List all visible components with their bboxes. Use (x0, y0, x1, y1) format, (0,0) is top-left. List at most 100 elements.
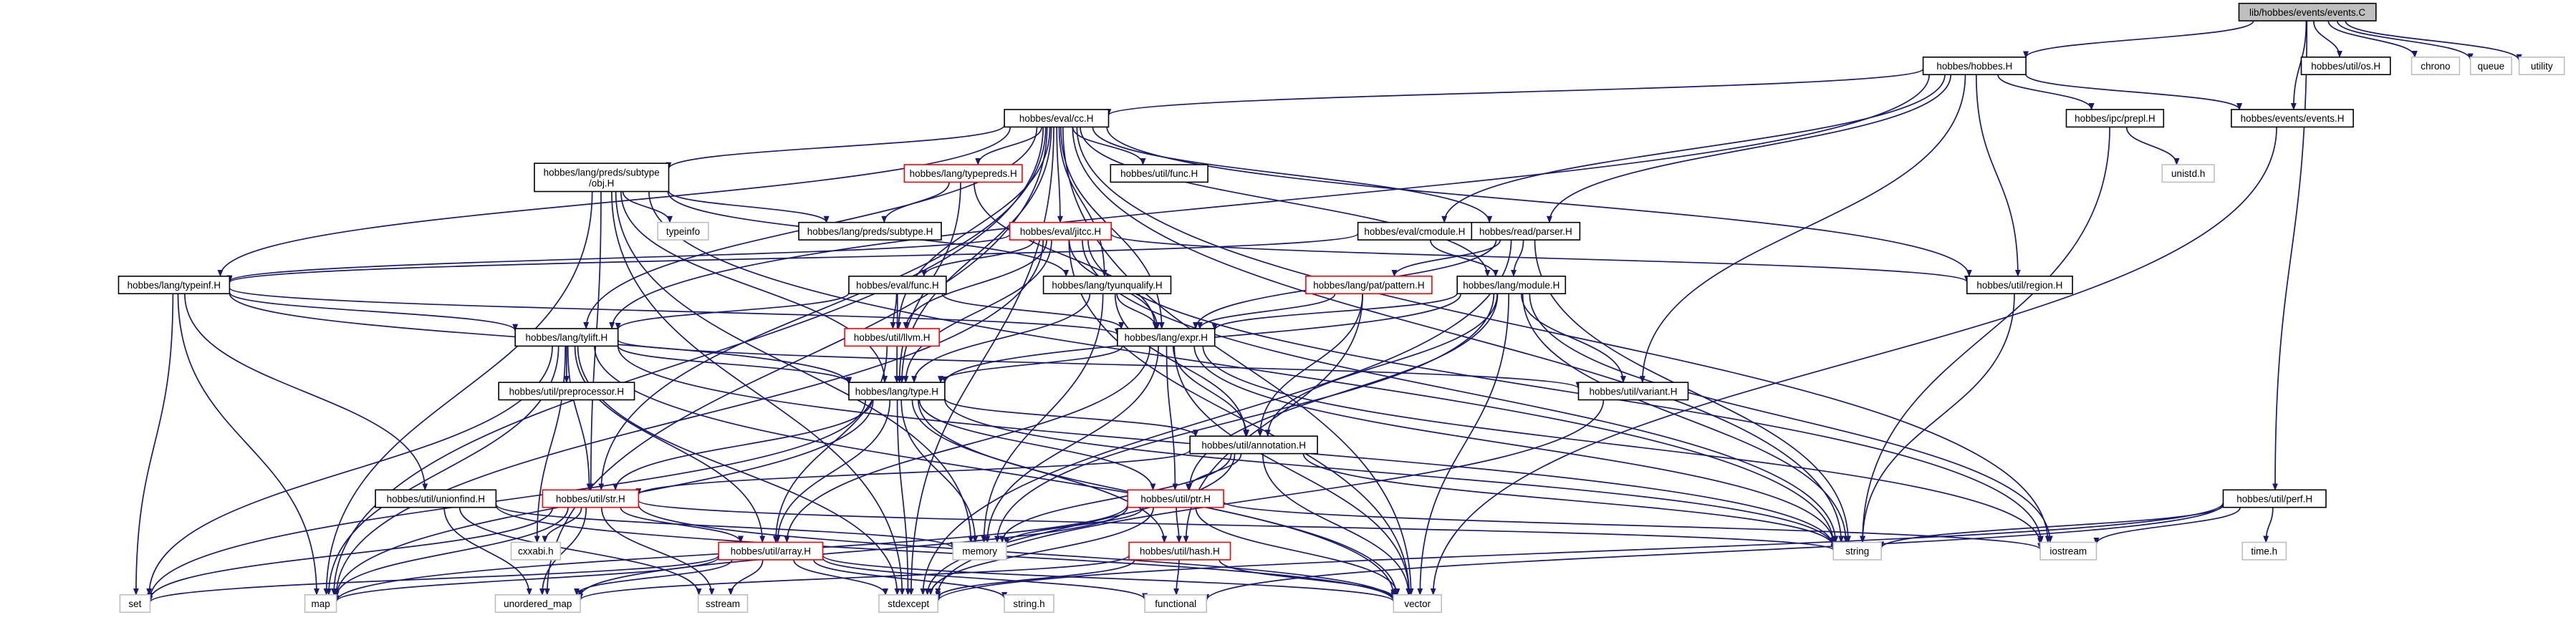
edge-prepl_H-to-unistd_h (2125, 127, 2180, 165)
node-time-h[interactable]: time.h (2241, 541, 2287, 561)
node-module-H[interactable]: hobbes/lang/module.H (1456, 275, 1567, 294)
node-jitcc-H[interactable]: hobbes/eval/jitcc.H (1009, 221, 1112, 241)
edge-evalfunc_H-to-tylift_H (615, 292, 850, 330)
node-unionfind-H[interactable]: hobbes/util/unionfind.H (375, 489, 497, 508)
node-parser-H[interactable]: hobbes/read/parser.H (1471, 221, 1581, 241)
node-annotation-H[interactable]: hobbes/util/annotation.H (1189, 435, 1318, 455)
edge-jitcc_H-to-evalfunc_H (921, 239, 1035, 277)
node-tylift-H[interactable]: hobbes/lang/tylift.H (514, 328, 619, 347)
node-set[interactable]: set (119, 593, 151, 613)
node-cmodule-H[interactable]: hobbes/eval/cmodule.H (1357, 221, 1473, 241)
node-variant-H[interactable]: hobbes/util/variant.H (1577, 382, 1689, 401)
node-box (1471, 221, 1581, 241)
node-typepreds-H[interactable]: hobbes/lang/typepreds.H (903, 164, 1023, 183)
edge-array_H-to-string_h (813, 559, 1008, 599)
node-array-H[interactable]: hobbes/util/array.H (718, 541, 824, 561)
node-label: queue (2478, 61, 2505, 72)
edge-type_H-to-stdexcept (896, 399, 911, 596)
edge-events_C-to-events_H (2290, 21, 2307, 110)
node-label: hobbes/util/str.H (556, 494, 625, 505)
node-func-H-util[interactable]: hobbes/util/func.H (1110, 164, 1208, 183)
node-chrono[interactable]: chrono (2411, 57, 2461, 76)
edge-module_H-to-memory (994, 294, 1495, 543)
edge-type_H-to-string (944, 399, 1837, 548)
node-box (1577, 382, 1689, 401)
node-perf-H[interactable]: hobbes/util/perf.H (2222, 489, 2327, 508)
node-box (798, 221, 942, 241)
node-type-H[interactable]: hobbes/lang/type.H (848, 382, 946, 401)
edge-module_H-to-vector (1417, 294, 1510, 596)
node-box (1189, 435, 1318, 455)
edge-perf_H-to-iostream (2093, 507, 2241, 545)
node-utility[interactable]: utility (2518, 57, 2565, 76)
node-hobbes-H[interactable]: hobbes/hobbes.H (1922, 57, 2027, 76)
node-box (848, 382, 946, 401)
node-box (494, 593, 581, 613)
edge-typeinf_H-to-tylift_H (229, 291, 519, 331)
edge-tylift_H-to-vector (594, 346, 1397, 597)
node-typeinf-H[interactable]: hobbes/lang/typeinf.H (117, 275, 231, 294)
node-box (2161, 164, 2215, 183)
node-unistd-h[interactable]: unistd.h (2161, 164, 2215, 183)
node-box (2065, 109, 2165, 128)
node-prepl-H[interactable]: hobbes/ipc/prepl.H (2065, 109, 2165, 128)
node-box (117, 275, 231, 294)
node-label: string.h (1013, 599, 1044, 609)
node-map[interactable]: map (304, 593, 337, 613)
node-unordered-map[interactable]: unordered_map (494, 593, 581, 613)
node-vector[interactable]: vector (1393, 593, 1443, 613)
node-label: hobbes/hobbes.H (1936, 61, 2012, 72)
node-tyunqualify-H[interactable]: hobbes/lang/tyunqualify.H (1042, 275, 1172, 294)
node-expr-H[interactable]: hobbes/lang/expr.H (1117, 328, 1216, 347)
edge-ptr_H-to-hash_H (1176, 507, 1182, 543)
node-iostream[interactable]: iostream (2039, 541, 2097, 561)
node-subtype-H[interactable]: hobbes/lang/preds/subtype.H (798, 221, 942, 241)
node-label: hobbes/lang/tylift.H (525, 332, 607, 343)
node-typeinfo[interactable]: typeinfo (657, 221, 709, 241)
node-llvm-H[interactable]: hobbes/util/llvm.H (844, 328, 940, 347)
node-label: hobbes/util/llvm.H (854, 332, 931, 343)
node-label: hobbes/ipc/prepl.H (2075, 113, 2156, 124)
node-str-H[interactable]: hobbes/util/str.H (542, 489, 640, 508)
node-stdexcept[interactable]: stdexcept (878, 593, 938, 613)
edge-cc_H-to-vector (1062, 127, 1414, 596)
node-hash-H[interactable]: hobbes/util/hash.H (1128, 541, 1231, 561)
node-events-C[interactable]: lib/hobbes/events/events.C (2238, 2, 2377, 21)
edge-cc_H-to-typeinf_H (217, 127, 1011, 277)
node-cxxabi-h[interactable]: cxxabi.h (510, 541, 562, 561)
edge-tylift_H-to-type_H (617, 345, 852, 384)
node-subtype-obj-H[interactable]: hobbes/lang/preds/subtype/obj.H (534, 163, 670, 193)
node-string[interactable]: string (1832, 541, 1883, 561)
node-sstream[interactable]: sstream (697, 593, 749, 613)
edge-cc_H-to-module_H (1080, 127, 1491, 277)
edge-perf_H-to-functional (1203, 503, 2224, 601)
node-preprocessor-H[interactable]: hobbes/util/preprocessor.H (498, 382, 635, 401)
node-memory[interactable]: memory (952, 541, 1007, 561)
node-label: unordered_map (504, 599, 572, 609)
node-label: string (1845, 546, 1869, 557)
node-os-H[interactable]: hobbes/util/os.H (2300, 57, 2391, 76)
node-box (498, 382, 635, 401)
edge-cc_H-to-jitcc_H (1056, 127, 1063, 223)
node-label: hobbes/util/annotation.H (1201, 440, 1306, 450)
edge-typeinf_H-to-unionfind_H (184, 294, 428, 491)
node-functional[interactable]: functional (1144, 593, 1207, 613)
node-label: hobbes/util/os.H (2311, 61, 2380, 72)
node-box (119, 593, 151, 613)
edge-hash_H-to-unordered_map (577, 554, 1130, 601)
edge-subtype_obj_H-to-memory (615, 191, 974, 543)
node-evalfunc-H[interactable]: hobbes/eval/func.H (848, 275, 947, 294)
edge-expr_H-to-array_H (784, 346, 1151, 543)
edge-hobbes_H-to-tylift_H (609, 74, 1930, 329)
node-ptr-H[interactable]: hobbes/util/ptr.H (1127, 489, 1224, 508)
node-box (1922, 57, 2027, 76)
node-pattern-H[interactable]: hobbes/lang/pat/pattern.H (1305, 275, 1433, 294)
node-label: hobbes/read/parser.H (1479, 226, 1572, 237)
node-queue[interactable]: queue (2469, 57, 2512, 76)
node-region-H[interactable]: hobbes/util/region.H (1966, 275, 2073, 294)
node-string-h[interactable]: string.h (1004, 593, 1054, 613)
node-cc-H[interactable]: hobbes/eval/cc.H (1004, 109, 1110, 128)
node-events-H[interactable]: hobbes/events/events.H (2231, 109, 2354, 128)
edge-array_H-to-set (147, 554, 720, 604)
node-label: memory (962, 546, 997, 557)
